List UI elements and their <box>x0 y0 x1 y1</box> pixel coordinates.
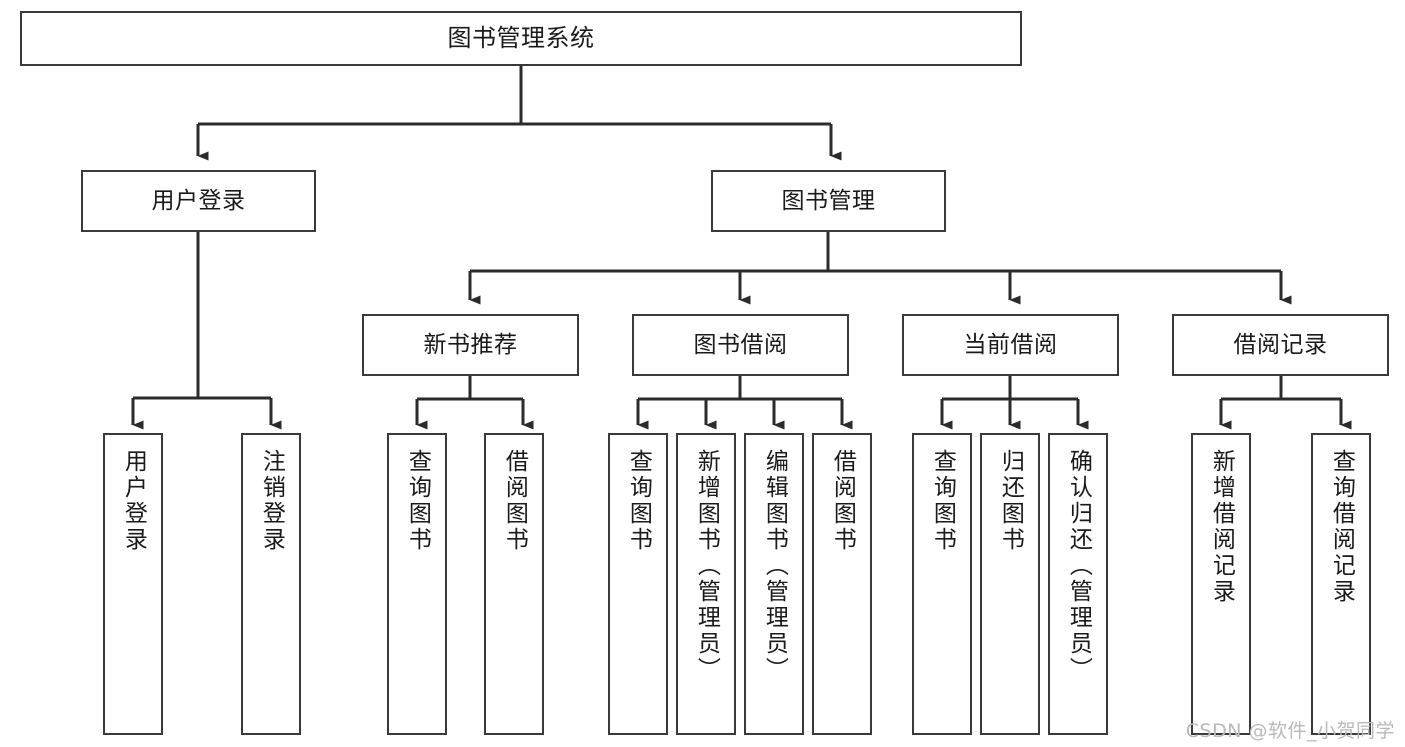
node-borrow-record[interactable]: 借阅记录 <box>1172 314 1389 376</box>
node-leaf-return-book[interactable]: 归还图书 <box>980 433 1040 735</box>
node-leaf-query-book-3[interactable]: 查询图书 <box>912 433 972 735</box>
node-label: 新书推荐 <box>423 331 518 358</box>
node-user-login[interactable]: 用户登录 <box>81 170 316 232</box>
node-label: 查询图书 <box>929 449 956 553</box>
node-label: 当前借阅 <box>963 331 1058 358</box>
node-label: 编辑图书（管理员） <box>761 449 788 683</box>
node-leaf-query-book-1[interactable]: 查询图书 <box>387 433 447 735</box>
node-label: 借阅记录 <box>1233 331 1328 358</box>
node-label: 图书管理 <box>781 187 876 214</box>
node-leaf-add-record[interactable]: 新增借阅记录 <box>1191 433 1251 735</box>
node-label: 用户登录 <box>120 449 147 553</box>
node-label: 新增借阅记录 <box>1208 449 1235 605</box>
node-label: 借阅图书 <box>501 449 528 553</box>
node-label: 图书管理系统 <box>447 23 595 52</box>
node-leaf-user-login[interactable]: 用户登录 <box>103 433 163 735</box>
node-leaf-edit-book[interactable]: 编辑图书（管理员） <box>744 433 804 735</box>
node-label: 注销登录 <box>258 449 285 553</box>
node-book-management[interactable]: 图书管理 <box>711 170 946 232</box>
node-label: 查询图书 <box>404 449 431 553</box>
node-label: 确认归还（管理员） <box>1065 449 1092 683</box>
node-label: 新增图书（管理员） <box>693 449 720 683</box>
node-label: 查询借阅记录 <box>1328 449 1355 605</box>
node-root-system[interactable]: 图书管理系统 <box>20 11 1022 66</box>
node-leaf-logout-login[interactable]: 注销登录 <box>241 433 301 735</box>
node-leaf-add-book[interactable]: 新增图书（管理员） <box>676 433 736 735</box>
node-label: 图书借阅 <box>693 331 788 358</box>
node-leaf-borrow-book-2[interactable]: 借阅图书 <box>812 433 872 735</box>
node-leaf-borrow-book-1[interactable]: 借阅图书 <box>484 433 544 735</box>
node-leaf-query-record[interactable]: 查询借阅记录 <box>1311 433 1371 735</box>
node-label: 归还图书 <box>997 449 1024 553</box>
node-current-borrow[interactable]: 当前借阅 <box>902 314 1119 376</box>
node-leaf-confirm-return[interactable]: 确认归还（管理员） <box>1048 433 1108 735</box>
node-label: 查询图书 <box>625 449 652 553</box>
node-label: 借阅图书 <box>829 449 856 553</box>
node-label: 用户登录 <box>151 187 246 214</box>
watermark-text: CSDN @软件_小贺同学 <box>1185 720 1395 742</box>
node-leaf-query-book-2[interactable]: 查询图书 <box>608 433 668 735</box>
node-new-book-recommend[interactable]: 新书推荐 <box>362 314 579 376</box>
node-book-borrow[interactable]: 图书借阅 <box>632 314 849 376</box>
